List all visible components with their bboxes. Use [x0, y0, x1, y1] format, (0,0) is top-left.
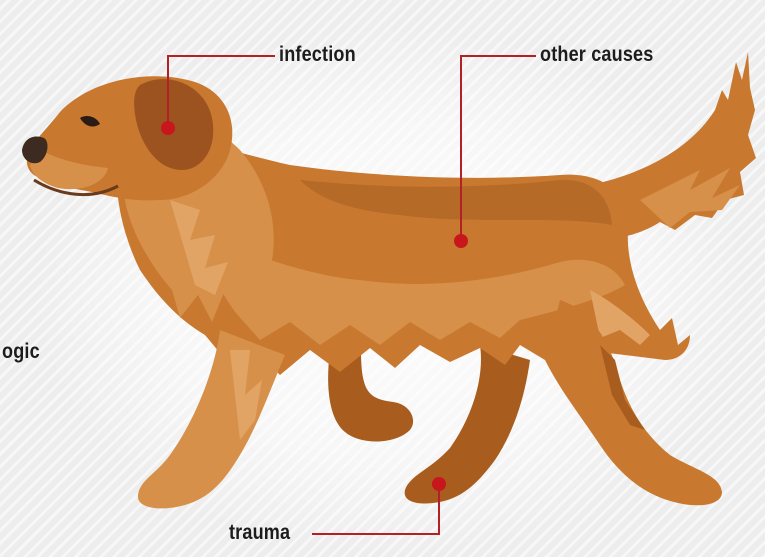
label-other-causes: other causes [540, 43, 653, 67]
far-hind-leg [405, 345, 530, 504]
label-cut-off-left: ogic [2, 340, 40, 364]
near-front-leg [138, 330, 285, 508]
label-trauma: trauma [229, 521, 290, 545]
label-infection: infection [279, 43, 356, 67]
